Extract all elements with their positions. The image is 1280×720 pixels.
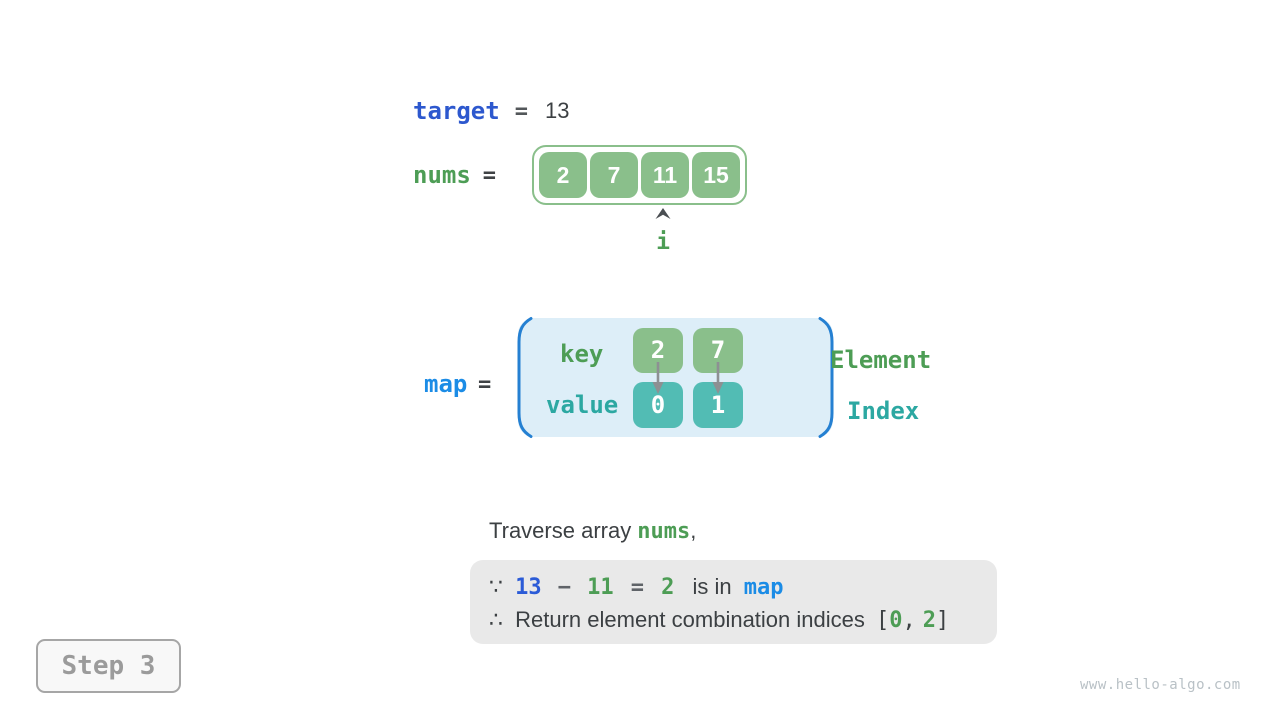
index-annotation: Index (847, 397, 920, 425)
conclusion-line-2: ∴ Return element combination indices [0,… (489, 604, 997, 637)
result-index-1: 2 (922, 608, 936, 633)
conclusion-sentence: Return element combination indices (515, 607, 865, 632)
target-row: target = 13 (413, 97, 570, 125)
key-to-value-arrow-icon (712, 362, 724, 394)
nums-cell-3: 15 (692, 152, 741, 198)
caption-text-after: , (690, 518, 697, 543)
nums-cell-1: 7 (590, 152, 639, 198)
nums-array: 2 7 11 15 (532, 145, 748, 205)
therefore-symbol: ∴ (489, 607, 503, 632)
comma: , (902, 608, 916, 633)
difference: 2 (661, 575, 675, 600)
map-left-bracket-icon (517, 317, 533, 438)
map-code: map (743, 575, 784, 600)
subtrahend: 11 (587, 575, 614, 600)
index-pointer-label: i (656, 229, 670, 255)
equals-sign: = (630, 575, 644, 600)
caption-text-before: Traverse array (489, 518, 632, 543)
open-bracket: [ (876, 608, 890, 633)
step-badge: Step 3 (36, 639, 181, 693)
map-equals: = (478, 372, 492, 397)
map-key-cell-0: 2 (633, 328, 683, 373)
map-key-label: key (560, 340, 604, 368)
nums-equals: = (482, 162, 497, 188)
result-index-0: 0 (889, 608, 903, 633)
nums-cell-0: 2 (539, 152, 588, 198)
target-value: 13 (544, 98, 570, 123)
index-pointer-arrow-icon (655, 208, 671, 219)
watermark: www.hello-algo.com (1080, 677, 1241, 693)
caption-nums-code: nums (637, 519, 691, 544)
key-to-value-arrow-icon (652, 362, 664, 394)
minuend: 13 (515, 575, 542, 600)
element-annotation: Element (830, 346, 932, 374)
nums-label: nums (413, 161, 471, 189)
is-in-text: is in (692, 574, 732, 599)
map-value-label: value (546, 391, 619, 419)
nums-cell-2: 11 (641, 152, 690, 198)
target-label: target (413, 97, 500, 125)
conclusion-line-1: ∵ 13 − 11 = 2 is in map (489, 571, 997, 604)
because-symbol: ∵ (489, 574, 503, 599)
target-equals: = (514, 98, 528, 124)
nums-row: nums = 2 7 11 15 (413, 145, 748, 205)
close-bracket: ] (936, 608, 950, 633)
conclusion-panel: ∵ 13 − 11 = 2 is in map ∴ Return element… (470, 560, 997, 644)
map-label: map (424, 370, 468, 398)
minus-sign: − (557, 575, 571, 600)
map-right-bracket-icon (818, 317, 834, 438)
